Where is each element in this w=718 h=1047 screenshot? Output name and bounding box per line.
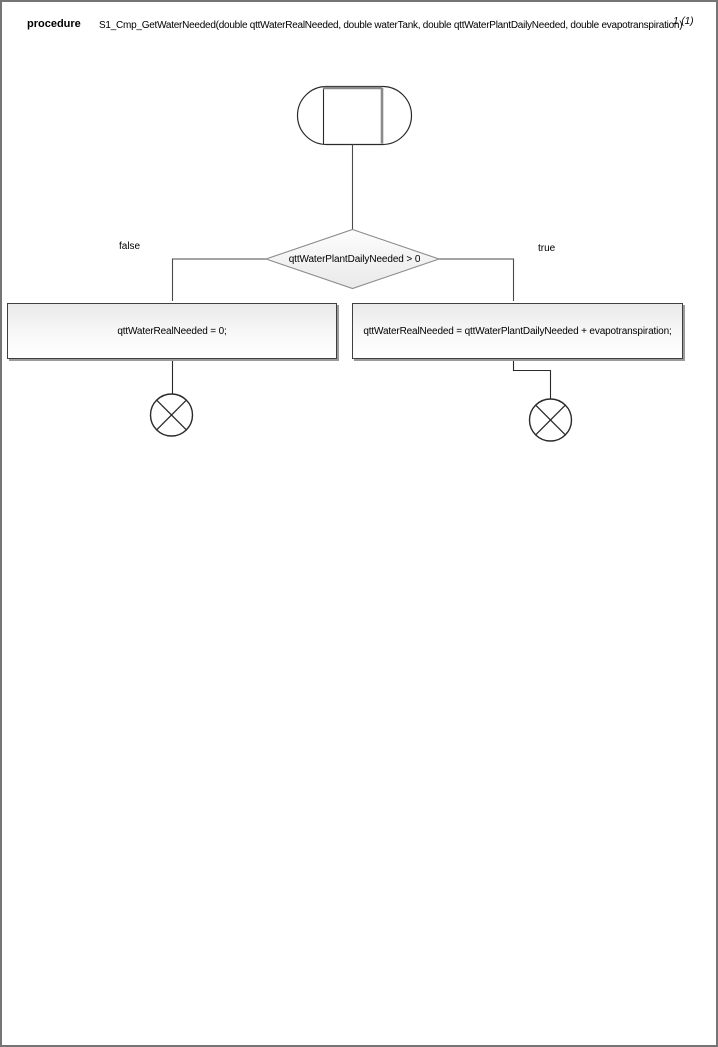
- connector-true-to-final: [512, 359, 552, 399]
- action-true-statement: qttWaterRealNeeded = qttWaterPlantDailyN…: [363, 325, 672, 337]
- guard-label-true: true: [538, 243, 556, 254]
- procedure-kind-label: procedure: [27, 18, 81, 30]
- decision-condition-label: qttWaterPlantDailyNeeded > 0: [288, 254, 421, 265]
- procedure-signature: S1_Cmp_GetWaterNeeded(double qttWaterRea…: [99, 20, 683, 31]
- decision-node[interactable]: [264, 228, 441, 290]
- action-false-statement: qttWaterRealNeeded = 0;: [117, 325, 227, 337]
- end-node-false[interactable]: [149, 393, 194, 437]
- connector-false-branch: [171, 258, 266, 301]
- action-node-true[interactable]: qttWaterRealNeeded = qttWaterPlantDailyN…: [352, 303, 683, 359]
- start-node[interactable]: [296, 85, 413, 146]
- action-node-false[interactable]: qttWaterRealNeeded = 0;: [7, 303, 337, 359]
- connector-true-branch: [439, 258, 515, 301]
- end-node-true[interactable]: [528, 398, 573, 442]
- guard-label-false: false: [119, 241, 141, 252]
- page-number: 1 (1): [673, 16, 694, 27]
